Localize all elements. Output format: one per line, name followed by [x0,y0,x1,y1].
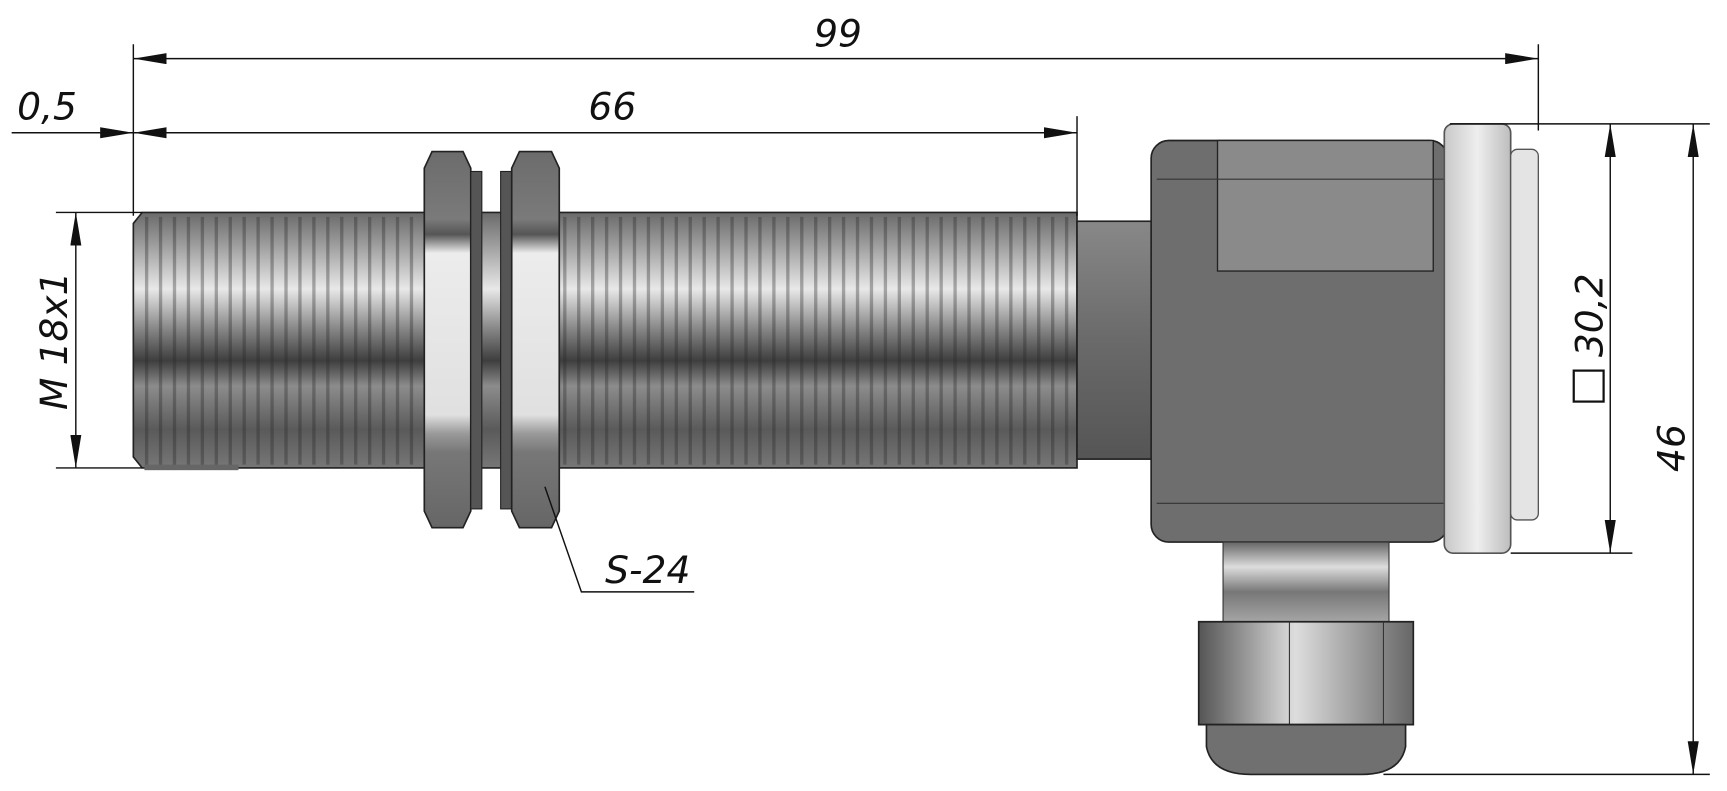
label-nut-wrench-size: S-24 [605,548,690,592]
label-chamfer: 0,5 [17,84,77,128]
leader-line-nut [544,486,695,593]
label-thread-size: M 18x1 [32,272,76,410]
threaded-body [132,211,1078,471]
lock-nut-right [510,150,561,529]
square-symbol-icon [1572,369,1605,403]
lock-nut-left [423,150,472,529]
toothed-washer-left [470,170,483,510]
thread-ridges [144,216,1069,465]
neck [1076,220,1154,460]
label-overall-length: 99 [814,11,862,55]
cable-gland [1197,541,1415,776]
toothed-washer-right [500,170,513,510]
label-thread-length: 66 [588,84,636,128]
label-overall-height: 46 [1649,424,1693,472]
front-cap [1443,123,1540,554]
sensor-housing [1150,139,1449,543]
label-housing-square: 30,2 [1568,273,1612,357]
extension-lines [55,44,1710,776]
